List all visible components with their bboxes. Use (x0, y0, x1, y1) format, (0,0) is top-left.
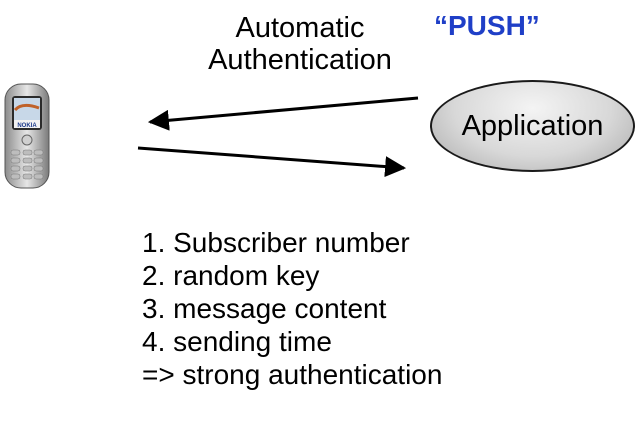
list-item: 4. sending time (142, 326, 332, 357)
arrow-to-application (137, 146, 407, 178)
arrow-to-phone (147, 96, 419, 131)
automatic-authentication-label: Automatic Authentication (190, 12, 410, 76)
authentication-factors-list: 1. Subscriber number 2. random key 3. me… (142, 226, 442, 391)
list-item: => strong authentication (142, 359, 443, 390)
list-item: 3. message content (142, 293, 387, 324)
title-line-2: Authentication (208, 44, 392, 76)
push-label: “PUSH” (434, 10, 540, 41)
phone-brand-label: NOKIA (17, 123, 37, 129)
title-line-1: Automatic (235, 12, 365, 44)
list-item: 2. random key (142, 260, 320, 291)
list-item: 1. Subscriber number (142, 227, 410, 258)
application-label: Application (461, 109, 604, 142)
application-ellipse: Application (430, 80, 635, 172)
mobile-phone-icon: NOKIA (4, 83, 50, 189)
